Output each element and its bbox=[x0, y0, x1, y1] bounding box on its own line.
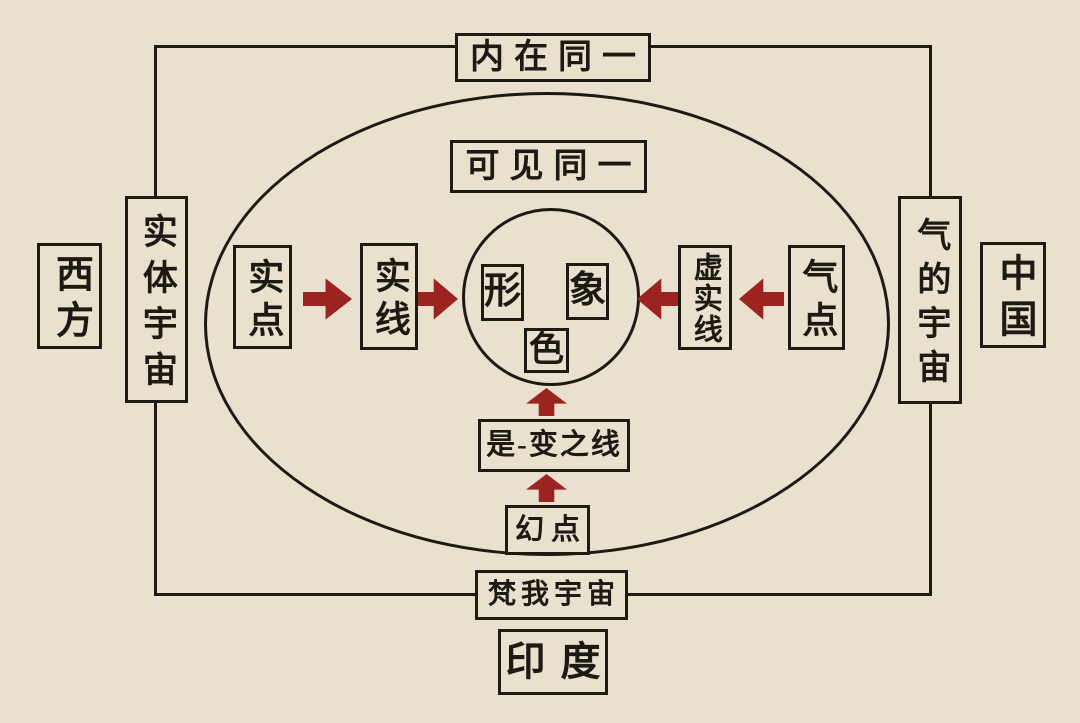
node-solid-point: 实点 bbox=[233, 245, 292, 349]
node-qi-universe: 气的宇宙 bbox=[898, 196, 962, 404]
node-visible-unity: 可见同一 bbox=[450, 140, 647, 193]
node-form: 形 bbox=[481, 264, 524, 321]
node-west: 西方 bbox=[37, 243, 102, 349]
node-india: 印度 bbox=[498, 629, 608, 695]
node-solid-line: 实线 bbox=[360, 243, 418, 350]
node-entity-universe: 实体宇宙 bbox=[125, 196, 188, 403]
center-circle bbox=[462, 208, 640, 386]
node-china: 中国 bbox=[980, 242, 1046, 348]
node-being-becoming-line: 是-变之线 bbox=[478, 419, 630, 472]
node-image: 象 bbox=[566, 263, 609, 320]
node-virtual-solid-line: 虚实线 bbox=[678, 245, 732, 350]
node-qi-point: 气点 bbox=[788, 245, 845, 350]
node-color: 色 bbox=[524, 328, 569, 373]
node-brahman-universe: 梵我宇宙 bbox=[475, 570, 628, 620]
node-illusion-point: 幻点 bbox=[505, 505, 590, 555]
node-inner-unity: 内在同一 bbox=[455, 33, 651, 82]
